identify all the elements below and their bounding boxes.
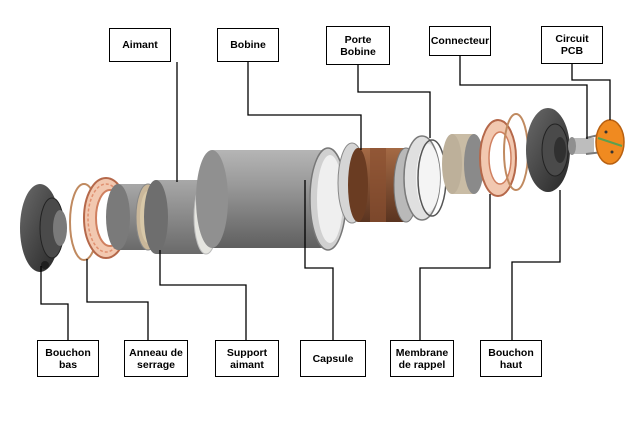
label-bouchon-bas: Bouchon bas — [37, 340, 99, 377]
leader-bouchon-bas — [40, 266, 69, 340]
label-membrane-rappel-text: Membrane de rappel — [395, 346, 449, 371]
label-bouchon-bas-text: Bouchon bas — [45, 346, 91, 371]
label-circuit-pcb: Circuit PCB — [541, 26, 603, 64]
label-porte-bobine: Porte Bobine — [326, 26, 390, 65]
leader-circuit-pcb — [571, 64, 611, 120]
label-bouchon-haut: Bouchon haut — [480, 340, 542, 377]
leader-bouchon-haut — [511, 190, 561, 340]
label-capsule-text: Capsule — [312, 352, 354, 365]
membrane-rappel-part — [442, 113, 529, 197]
circuit-pcb-part — [595, 119, 625, 165]
label-membrane-rappel: Membrane de rappel — [390, 340, 454, 377]
label-capsule: Capsule — [300, 340, 366, 377]
porte-bobine-part — [403, 135, 447, 221]
leader-bobine — [247, 62, 362, 150]
label-anneau-serrage: Anneau de serrage — [124, 340, 188, 377]
label-bobine: Bobine — [217, 28, 279, 62]
leader-membrane — [419, 194, 491, 340]
label-porte-bobine-text: Porte Bobine — [340, 33, 376, 58]
leader-connecteur — [459, 56, 588, 139]
label-bouchon-haut-text: Bouchon haut — [488, 346, 534, 371]
label-connecteur-text: Connecteur — [430, 35, 490, 47]
label-aimant-text: Aimant — [122, 39, 158, 51]
leader-porte-bobine — [357, 65, 431, 138]
label-anneau-serrage-text: Anneau de serrage — [129, 346, 183, 371]
label-support-aimant: Support aimant — [215, 340, 279, 377]
label-support-aimant-text: Support aimant — [226, 346, 268, 371]
leader-lines — [40, 56, 611, 340]
capsule-part — [196, 147, 347, 251]
bouchon-haut-part — [526, 108, 570, 192]
bouchon-bas-part — [20, 184, 67, 272]
label-circuit-pcb-text: Circuit PCB — [555, 33, 589, 57]
label-aimant: Aimant — [109, 28, 171, 62]
leader-anneau-serrage — [86, 259, 149, 340]
leader-capsule — [304, 180, 334, 340]
label-connecteur: Connecteur — [429, 26, 491, 56]
leader-support-aimant — [159, 250, 247, 340]
label-bobine-text: Bobine — [230, 39, 266, 51]
